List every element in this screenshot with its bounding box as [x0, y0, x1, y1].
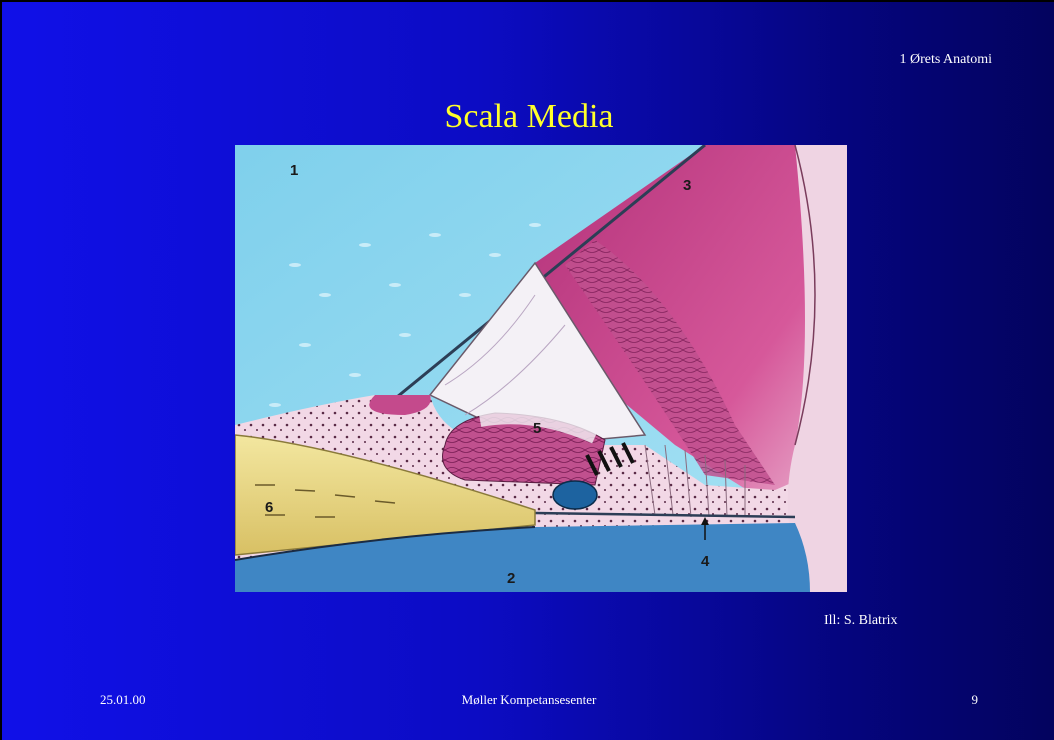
figure-label-2: 2 — [507, 570, 515, 587]
page-number: 9 — [972, 692, 979, 708]
figure-label-5: 5 — [533, 420, 541, 437]
scala-media-illustration: 1 2 3 4 5 6 — [235, 145, 847, 592]
illustration-credit: Ill: S. Blatrix — [824, 613, 898, 629]
figure-label-3: 3 — [683, 177, 691, 194]
slide-title: Scala Media — [2, 98, 1054, 136]
footer-organization: Møller Kompetansesenter — [2, 692, 1054, 708]
figure-label-1: 1 — [290, 162, 298, 179]
figure-label-4: 4 — [701, 553, 710, 570]
figure-label-6: 6 — [265, 499, 273, 516]
section-header: 1 Ørets Anatomi — [899, 52, 992, 68]
